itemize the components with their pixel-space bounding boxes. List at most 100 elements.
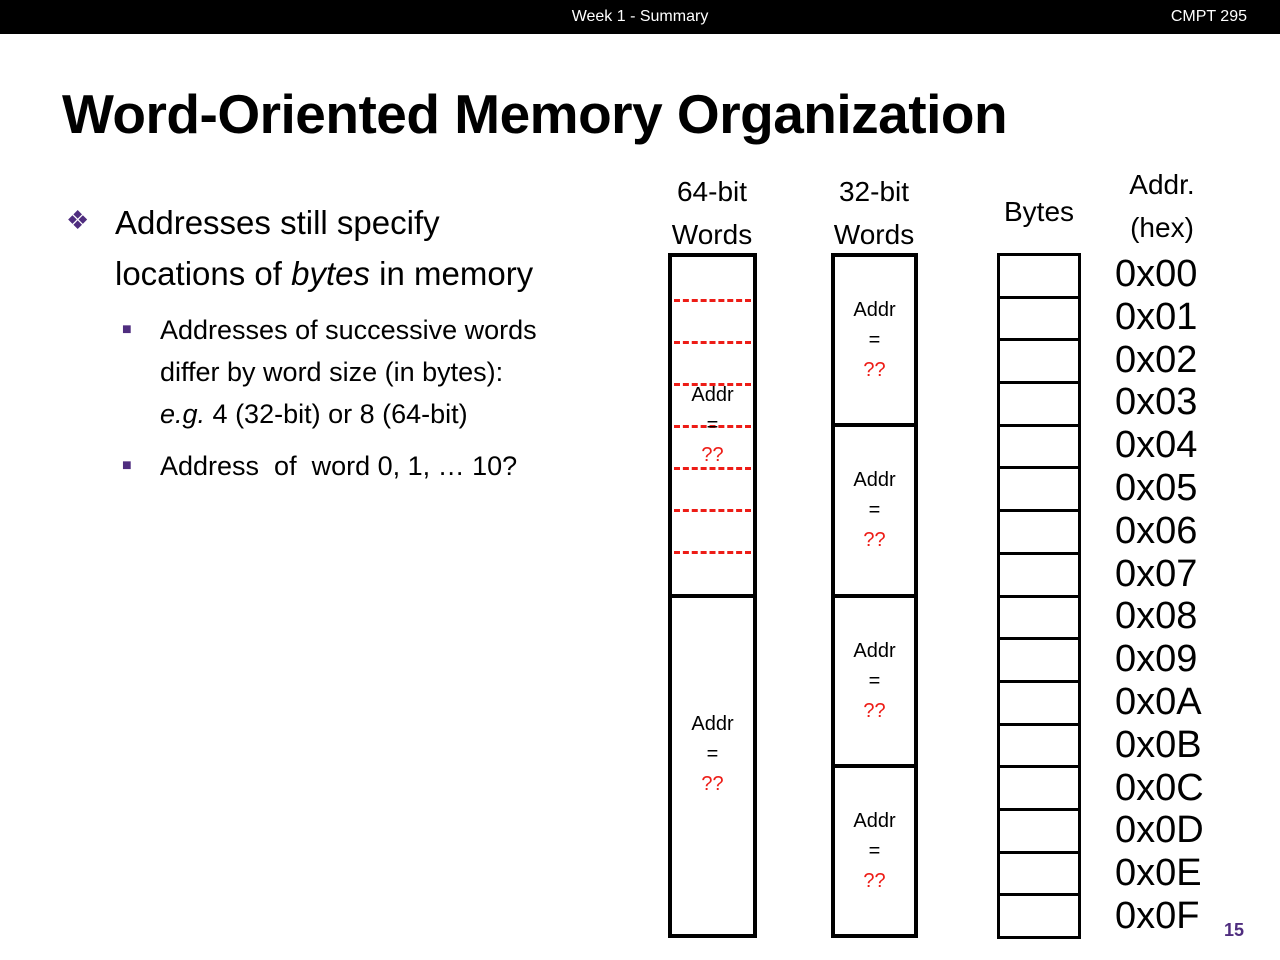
unknown-address-value: ?? <box>701 772 724 795</box>
label-line: Addr <box>691 712 734 735</box>
text-segment: Addresses of successive words <box>160 315 537 345</box>
hex-address-label: 0x0C <box>1115 766 1204 809</box>
hex-address-label: 0x04 <box>1115 424 1198 467</box>
byte-cell <box>1000 722 1078 766</box>
sub-bullet-text-2: Address of word 0, 1, … 10? <box>160 445 517 487</box>
square-bullet-icon: ■ <box>122 321 132 338</box>
byte-cell <box>1000 637 1078 680</box>
header-line: 64-bit <box>676 176 748 207</box>
word32-column: Addr =?? Addr =?? Addr =?? Addr =?? <box>831 253 918 938</box>
label-line: Addr <box>853 639 896 662</box>
byte-cell <box>1000 850 1078 894</box>
text-segment: differ by word size (in bytes): <box>160 357 504 387</box>
unknown-address-value: ?? <box>863 869 886 892</box>
text-segment: locations of <box>115 255 292 292</box>
byte-cell <box>1000 594 1078 638</box>
bytes-column <box>997 253 1081 939</box>
text-line: Addresses still specify <box>115 197 533 248</box>
label-line: = <box>868 669 881 692</box>
header-line: (hex) <box>1130 212 1194 243</box>
red-dashed-byte-divider <box>673 425 752 429</box>
red-dashed-byte-divider <box>673 383 752 387</box>
label-line: Addr <box>853 469 896 492</box>
hex-address-label: 0x03 <box>1115 381 1198 424</box>
addr-equals-label: Addr =?? <box>853 465 895 555</box>
sub-bullet-text-1: Addresses of successive words differ by w… <box>160 309 537 435</box>
byte-cell <box>1000 338 1078 381</box>
label-line: = <box>868 329 881 352</box>
red-dashed-byte-divider <box>673 299 752 303</box>
text-segment: in memory <box>369 255 534 292</box>
addr-equals-label: Addr=?? <box>691 380 733 470</box>
label-line: = <box>868 499 881 522</box>
header-line: 32-bit <box>838 176 910 207</box>
hex-address-label: 0x0F <box>1115 894 1200 937</box>
unknown-address-value: ?? <box>863 529 886 552</box>
word-box: Addr =?? <box>835 423 914 593</box>
unknown-address-value: ?? <box>863 699 886 722</box>
label-line: Addr <box>691 384 734 407</box>
word-box: Addr=?? <box>672 257 753 594</box>
byte-cell <box>1000 381 1078 424</box>
hex-address-label: 0x0A <box>1115 680 1202 723</box>
addr-equals-label: Addr =?? <box>853 806 895 896</box>
page-number: 15 <box>1224 920 1245 940</box>
text-line: locations of bytes in memory <box>115 248 533 299</box>
addr-equals-label: Addr =?? <box>853 636 895 726</box>
header-line: Addr. <box>1129 169 1195 200</box>
red-dashed-byte-divider <box>673 467 752 471</box>
hex-address-label: 0x06 <box>1115 509 1198 552</box>
label-line: = <box>868 839 881 862</box>
hex-address-label: 0x0B <box>1115 723 1202 766</box>
addr-equals-label: Addr =?? <box>691 709 733 799</box>
word-box: Addr =?? <box>835 763 914 934</box>
byte-cell <box>1000 509 1078 552</box>
slide-title: Word-Oriented Memory Organization <box>62 83 1008 145</box>
byte-cell <box>1000 256 1078 296</box>
label-line: Addr <box>853 809 896 832</box>
label-line: Addr <box>853 299 896 322</box>
byte-cell <box>1000 679 1078 723</box>
red-dashed-byte-divider <box>673 551 752 555</box>
hex-address-label: 0x09 <box>1115 638 1198 681</box>
italic-text: bytes <box>291 255 370 292</box>
label-line: = <box>706 742 719 765</box>
red-dashed-byte-divider <box>673 341 752 345</box>
text-line: Addresses of successive words <box>160 309 537 351</box>
byte-cell <box>1000 893 1078 936</box>
text-line: Address of word 0, 1, … 10? <box>160 445 517 487</box>
top-bar-title: Week 1 - Summary <box>571 8 709 25</box>
hex-address-label: 0x07 <box>1115 552 1198 595</box>
column-header-addr-hex: Addr. (hex) <box>1092 163 1232 249</box>
text-line: e.g. 4 (32-bit) or 8 (64-bit) <box>160 393 537 435</box>
unknown-address-value: ?? <box>701 444 724 467</box>
byte-cell <box>1000 295 1078 339</box>
hex-address-label: 0x05 <box>1115 466 1198 509</box>
hex-address-label: 0x0E <box>1115 852 1202 895</box>
unknown-address-value: ?? <box>863 359 886 382</box>
text-line: differ by word size (in bytes): <box>160 351 537 393</box>
top-bar: Week 1 - Summary CMPT 295 <box>0 0 1280 34</box>
hex-address-label: 0x02 <box>1115 338 1198 381</box>
italic-text: e.g. <box>160 399 206 429</box>
word64-column: Addr=??Addr=?? <box>668 253 757 938</box>
header-line: Words <box>671 219 753 250</box>
byte-cell <box>1000 551 1078 595</box>
hex-address-label: 0x01 <box>1115 295 1198 338</box>
course-code: CMPT 295 <box>1170 8 1247 25</box>
word-box: Addr =?? <box>835 257 914 423</box>
hex-address-label: 0x08 <box>1115 595 1198 638</box>
addr-equals-label: Addr =?? <box>853 295 895 385</box>
column-header-bytes: Bytes <box>1003 196 1075 227</box>
word-box: Addr =?? <box>672 593 753 935</box>
diamond-bullet-icon: ❖ <box>66 205 90 235</box>
red-dashed-byte-divider <box>673 509 752 513</box>
byte-cell <box>1000 765 1078 808</box>
word-box: Addr =?? <box>835 593 914 764</box>
text-segment: Address of word 0, 1, … 10? <box>160 451 518 481</box>
